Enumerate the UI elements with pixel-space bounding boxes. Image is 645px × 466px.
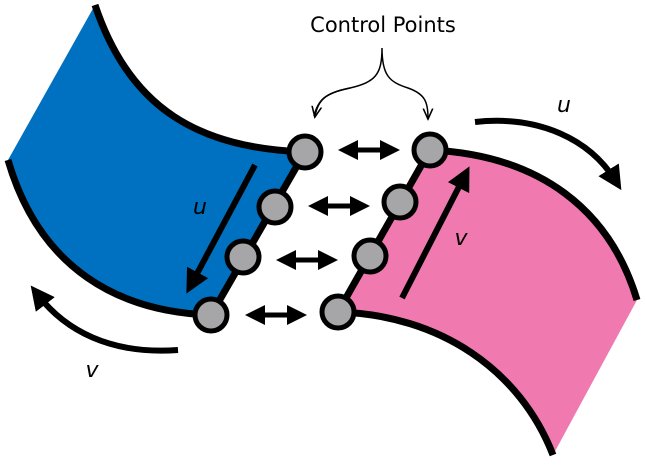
blue-u-label: u	[193, 195, 207, 220]
control-point-left-2	[256, 188, 294, 226]
callout-bracket	[313, 47, 428, 118]
blue-v-direction-arrow	[30, 285, 179, 354]
pink-v-label: v	[454, 226, 468, 251]
pink-v-direction-arrow	[399, 166, 470, 300]
control-point-right-2	[381, 183, 419, 221]
blue-v-label: v	[85, 358, 99, 383]
control-point-right-4	[319, 293, 357, 331]
control-point-left-4	[192, 296, 230, 334]
blue-surface-patch	[4, 3, 309, 319]
control-point-correspondence-arrows	[245, 140, 400, 325]
pink-u-direction-arrow	[474, 117, 622, 191]
blue-u-direction-arrow	[186, 163, 258, 294]
pink-u-label: u	[557, 93, 571, 118]
control-point-right-1	[411, 131, 449, 169]
control-point-left-3	[224, 238, 262, 276]
control-point-left-1	[286, 133, 324, 171]
control-points-label: Control Points	[310, 13, 456, 37]
control-point-right-3	[351, 237, 389, 275]
pink-surface-patch	[334, 146, 641, 457]
control-points	[192, 131, 449, 334]
